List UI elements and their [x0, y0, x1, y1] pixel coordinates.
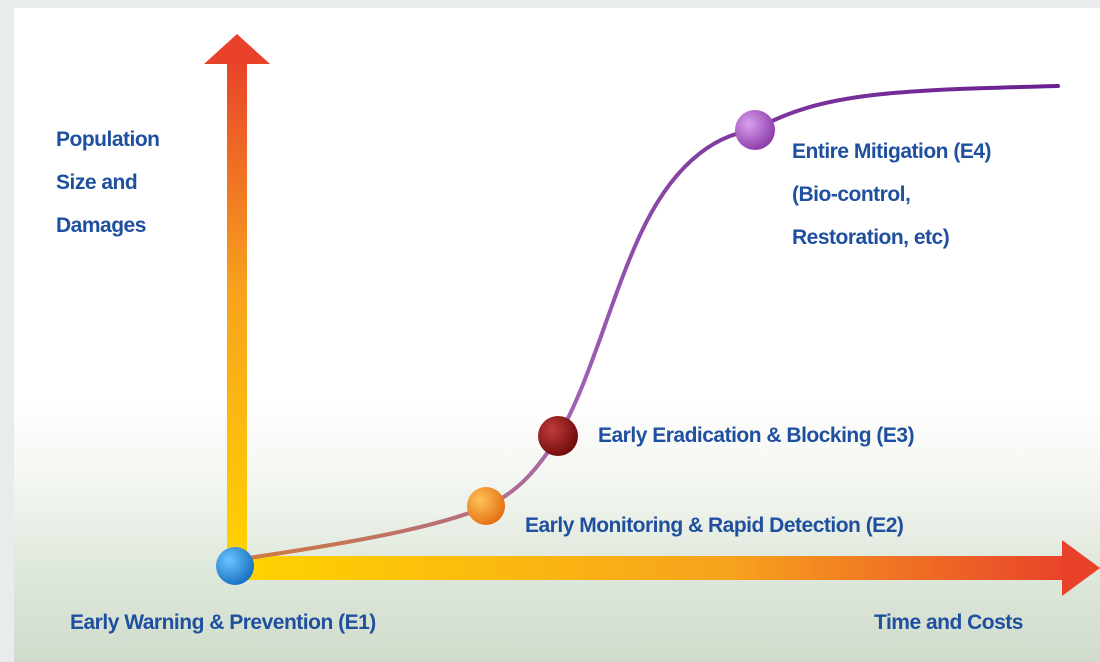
stage-e3-point	[538, 416, 578, 456]
y-axis-label: Population Size and Damages	[56, 118, 160, 247]
y-axis-label-line-3: Damages	[56, 214, 146, 237]
x-axis-label: Time and Costs	[874, 611, 1023, 634]
stage-e1-label: Early Warning & Prevention (E1)	[70, 611, 376, 634]
y-axis-arrowhead	[204, 34, 270, 64]
stage-e2-point	[467, 487, 505, 525]
y-axis-label-line-1: Population	[56, 128, 160, 151]
y-axis-shaft	[227, 60, 247, 570]
growth-curve	[233, 84, 1060, 562]
stage-e1-point	[216, 547, 254, 585]
stage-e4-label: Entire Mitigation (E4) (Bio-control, Res…	[792, 130, 992, 259]
stage-e2-label: Early Monitoring & Rapid Detection (E2)	[525, 514, 904, 537]
stage-e4-point	[735, 110, 775, 150]
y-axis-label-line-2: Size and	[56, 171, 138, 194]
x-axis-arrowhead	[1062, 540, 1100, 596]
stage-e4-label-line-3: Restoration, etc)	[792, 226, 950, 249]
diagram-canvas: Population Size and Damages	[14, 8, 1100, 662]
x-axis-shaft	[230, 556, 1065, 580]
stage-e4-label-line-1: Entire Mitigation (E4)	[792, 140, 992, 163]
stage-e3-label: Early Eradication & Blocking (E3)	[598, 424, 915, 447]
stage-e4-label-line-2: (Bio-control,	[792, 183, 911, 206]
